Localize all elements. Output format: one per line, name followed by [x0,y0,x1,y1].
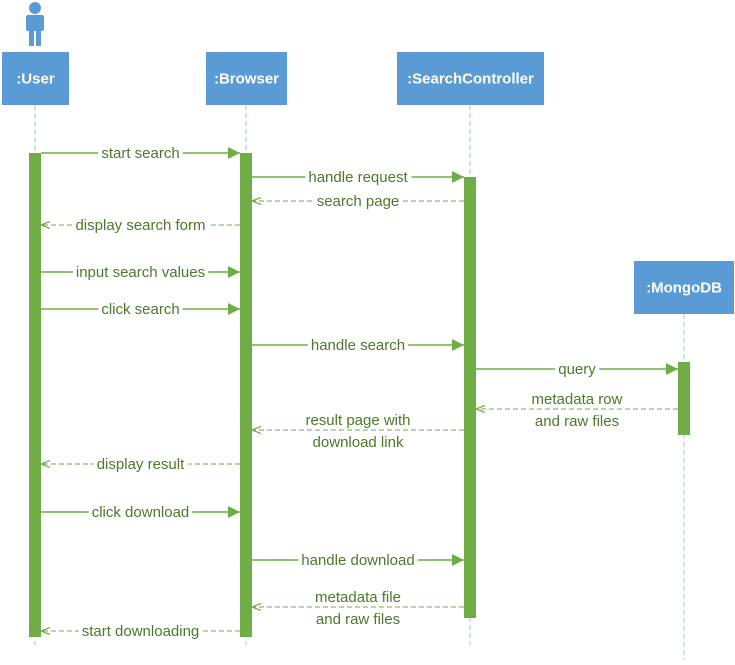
participant-label-user: :User [16,71,55,88]
activation-bars [29,153,690,637]
message-label-13: handle download [301,552,414,569]
message-label-14-line-1: metadata file [315,589,401,606]
message-label-9-line-2: and raw files [535,413,619,430]
message-label-bg [305,169,412,186]
messages: start search handle request search page dis… [41,145,678,640]
activation-bar-controller [464,177,476,618]
participant-box-browser [206,52,287,105]
message-10: result page with download link [252,412,464,451]
message-label-12: click download [92,504,190,521]
message-label-1: start search [101,145,179,162]
message-1: start search [41,145,240,162]
participant-mongodb: :MongoDB [634,261,734,314]
activation-bar-user [29,153,41,637]
participants: :User :Browser :SearchController :MongoDB [2,52,734,314]
message-label-bg [555,361,600,378]
message-label-bg [98,301,183,318]
message-label-8: query [558,361,596,378]
participant-box-controller [397,52,544,105]
activation-bar-mongodb [678,362,690,435]
message-label-7: handle search [311,337,405,354]
message-label-bg [78,623,203,640]
message-label-11: display result [97,456,185,473]
message-6: click search [41,301,240,318]
message-label-10-line-2: download link [313,434,404,451]
message-label-bg [88,504,193,521]
message-label-10-line-1: result page with [305,412,410,429]
participant-box-user [2,52,69,105]
message-2: handle request [252,169,464,186]
participant-box-mongodb [634,261,734,314]
message-label-2: handle request [308,169,408,186]
message-label-bg [72,264,209,281]
message-label-15: start downloading [82,623,200,640]
message-label-6: click search [101,301,179,318]
message-13: handle download [252,552,464,569]
participant-label-mongodb: :MongoDB [646,280,722,297]
activation-bar-browser [240,153,252,637]
message-14: metadata file and raw files [252,589,464,628]
participant-label-browser: :Browser [214,71,279,88]
message-8: query [476,361,678,378]
message-5: input search values [41,264,240,281]
participant-browser: :Browser [206,52,287,105]
message-label-bg [298,552,418,569]
message-label-bg [307,337,409,354]
message-label-bg [313,193,403,210]
message-label-3: search page [317,193,400,210]
participant-label-controller: :SearchController [407,71,534,88]
message-label-bg [72,217,209,234]
message-label-5: input search values [76,264,205,281]
message-4: display search form [41,217,240,234]
lifelines [34,105,685,660]
message-label-bg [93,456,189,473]
message-12: click download [41,504,240,521]
message-15: start downloading [41,623,240,640]
message-9: metadata row and raw files [476,391,678,430]
message-label-bg [98,145,183,162]
message-label-9-line-1: metadata row [532,391,623,408]
message-label-14-line-2: and raw files [316,611,400,628]
message-7: handle search [252,337,464,354]
message-label-4: display search form [75,217,205,234]
participant-user: :User [2,52,69,105]
participant-controller: :SearchController [397,52,544,105]
message-3: search page [252,193,464,210]
message-11: display result [41,456,240,473]
actor-icon [26,2,44,46]
